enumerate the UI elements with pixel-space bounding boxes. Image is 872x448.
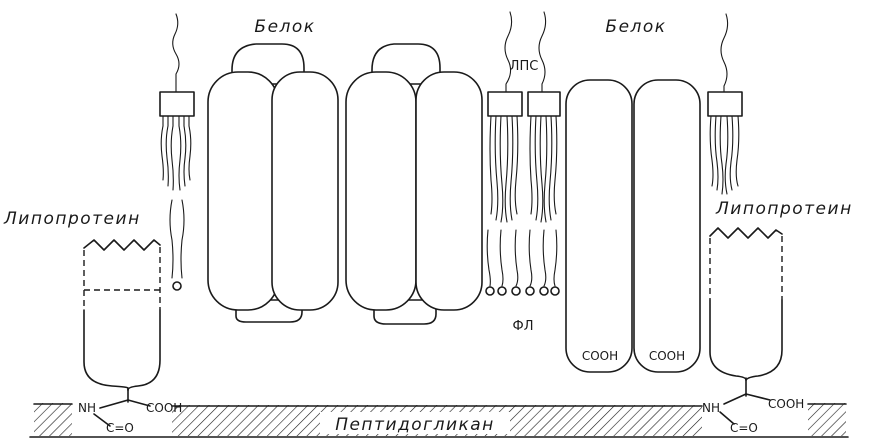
phospholipid-label: ФЛ [513, 319, 534, 334]
lipoprotein-left [84, 240, 160, 426]
porin-middle [346, 44, 482, 324]
lipoprotein-left-label: Липопротеин [3, 209, 141, 229]
cooh-label-right: COOH [768, 397, 804, 411]
lipoprotein-right [710, 228, 782, 424]
cooh-label-protein-1: COOH [582, 349, 618, 363]
lps-right [708, 14, 742, 194]
nh-label-left: NH [78, 401, 96, 415]
cooh-label-protein-2: COOH [649, 349, 685, 363]
c-eq-o-label-right: C=O [730, 421, 758, 435]
c-eq-o-label-left: C=O [106, 421, 134, 435]
cooh-label-left: COOH [146, 401, 182, 415]
nh-label-right: NH [702, 401, 720, 415]
lipoprotein-right-label: Липопротеин [715, 199, 853, 219]
porin-left [208, 44, 338, 322]
protein-right [566, 80, 700, 372]
protein-left-label: Белок [254, 17, 315, 37]
peptidoglycan-label: Пептидогликан [335, 415, 495, 435]
lps-center [486, 12, 560, 295]
lps-label: ЛПС [510, 59, 539, 74]
protein-right-label: Белок [605, 17, 666, 37]
lps-left [160, 14, 194, 290]
